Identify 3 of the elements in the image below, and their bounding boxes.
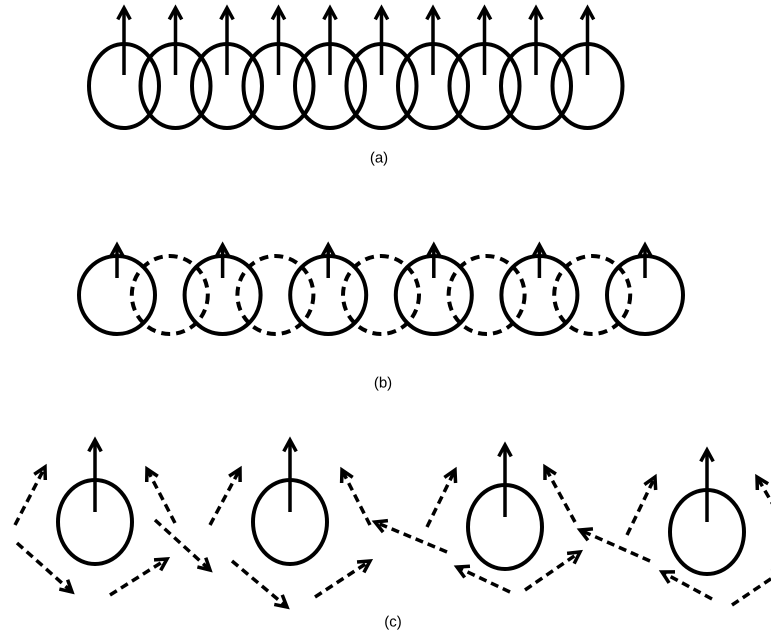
panel-label: (a) xyxy=(370,150,388,166)
panel-label: (c) xyxy=(384,614,402,630)
panel-label: (b) xyxy=(374,374,392,392)
